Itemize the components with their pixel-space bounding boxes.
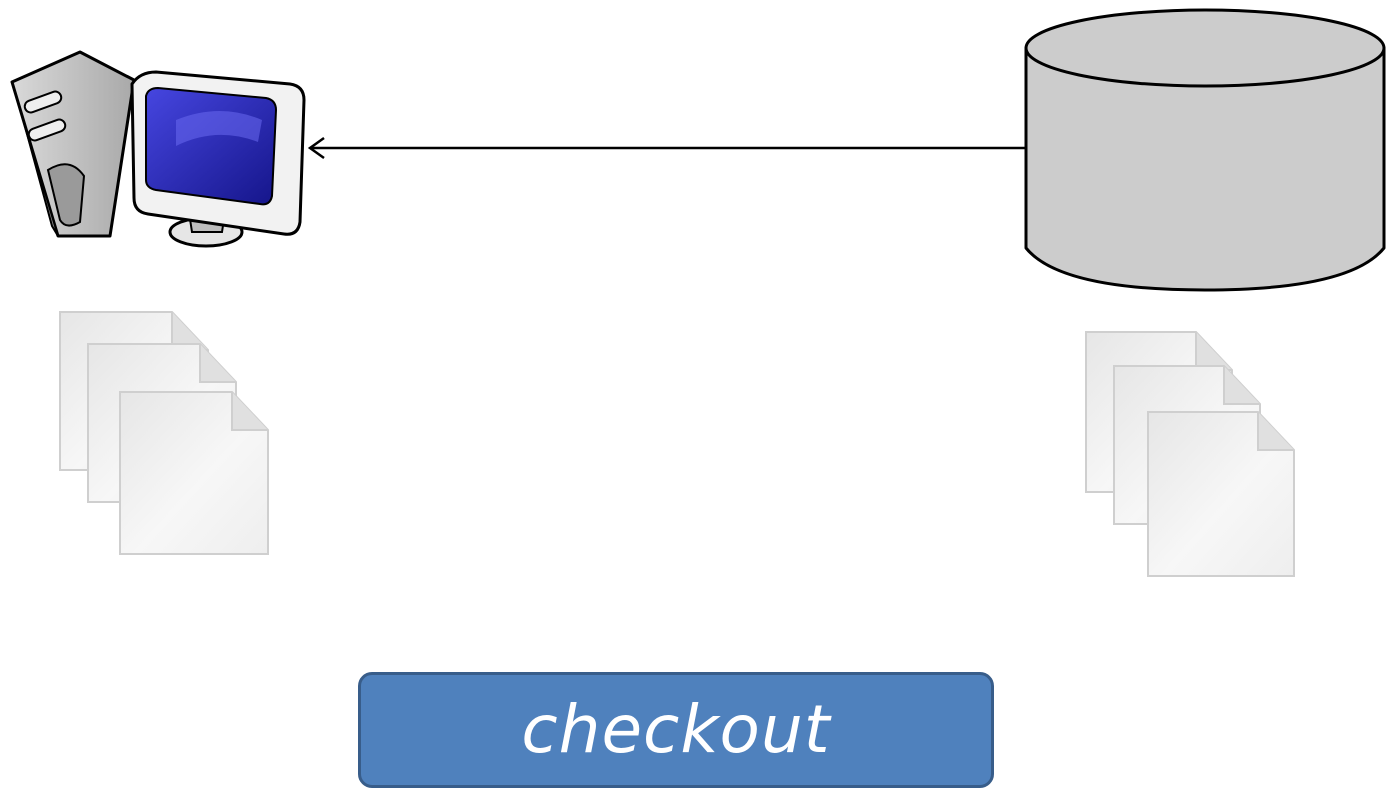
document-stack-icon [1085, 331, 1295, 577]
document-stack-icon [59, 311, 269, 555]
checkout-action-box: checkout [358, 672, 994, 788]
checkout-label: checkout [521, 691, 831, 768]
checkout-arrow [307, 136, 1026, 160]
database-cylinder-icon [1024, 8, 1386, 292]
desktop-computer-icon [10, 50, 306, 248]
